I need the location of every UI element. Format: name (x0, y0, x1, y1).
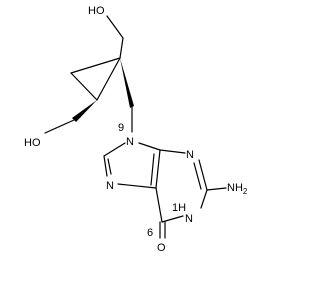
label-ho-top: HO (88, 5, 105, 17)
wedge-bond-c2-ch2 (72, 100, 97, 122)
bond-n7-c5 (117, 183, 157, 189)
label-nh2-main: NH (227, 182, 243, 194)
bond-n1-c6 (161, 215, 184, 223)
bond-ch2-oh-top (106, 15, 124, 39)
bond-c6-c5 (155, 187, 163, 223)
label-ho-left: HO (24, 137, 41, 149)
bond-n3-c2-double (193, 162, 202, 190)
bond-ch2-oh-left (44, 119, 75, 134)
bond-n3-c2 (198, 159, 208, 191)
label-nh2: NH2 (227, 182, 248, 196)
bond-ring-right (96, 57, 121, 101)
label-n1-h: 1H (172, 202, 186, 214)
bond-c4-n9 (138, 142, 161, 151)
label-n3: N (186, 149, 194, 161)
label-nh2-subscript: 2 (243, 187, 248, 196)
label-o6: O (157, 242, 166, 254)
molecule-figure: HO HO N 9 N N N 1H NH2 O 6 (24, 5, 248, 254)
label-o6-number: 6 (147, 227, 153, 239)
bond-c5-c4-double (150, 153, 155, 186)
bond-c5-c4 (155, 149, 161, 189)
bond-c1-ch2-top (119, 37, 124, 59)
label-n7: N (106, 180, 114, 192)
bond-ring-left (70, 72, 98, 101)
bond-n9-c8 (103, 142, 126, 157)
label-n9-number: 9 (118, 122, 124, 134)
bond-c4-n3 (159, 149, 186, 154)
label-n9: N (126, 136, 134, 148)
structure-svg: HO HO N 9 N N N 1H NH2 O 6 (24, 5, 248, 254)
bond-c8-n7-double (107, 158, 112, 175)
bond-c8-n7 (103, 155, 108, 177)
wedge-bond-c1-ch2 (120, 58, 134, 108)
bond-c2-nh2 (206, 187, 227, 191)
bond-c2-n1 (200, 189, 208, 209)
label-n1h: N (185, 213, 193, 225)
bond-ring-top (70, 57, 121, 74)
